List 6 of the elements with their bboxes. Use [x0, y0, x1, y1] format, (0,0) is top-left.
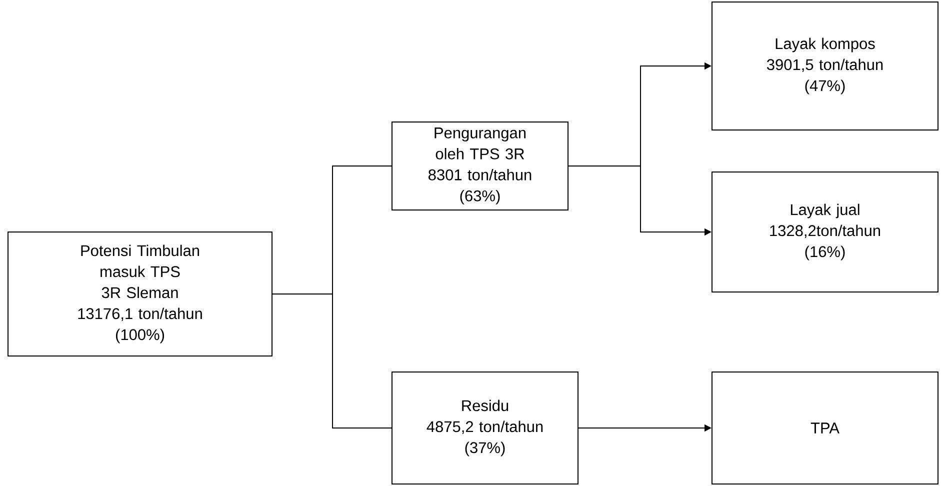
- process-box: Layak kompos 3901,5 ton/tahun (47%): [712, 2, 938, 130]
- process-box: Pengurangan oleh TPS 3R 8301 ton/tahun (63%): [392, 122, 568, 210]
- process-box: Potensi Timbulan masuk TPS 3R Sleman 13176,1 ton/tahun (100%): [8, 231, 272, 356]
- process-box: TPA: [712, 371, 938, 484]
- process-box: Residu 4875,2 ton/tahun (37%): [392, 371, 578, 484]
- process-box: Layak jual 1328,2ton/tahun (16%): [712, 171, 938, 292]
